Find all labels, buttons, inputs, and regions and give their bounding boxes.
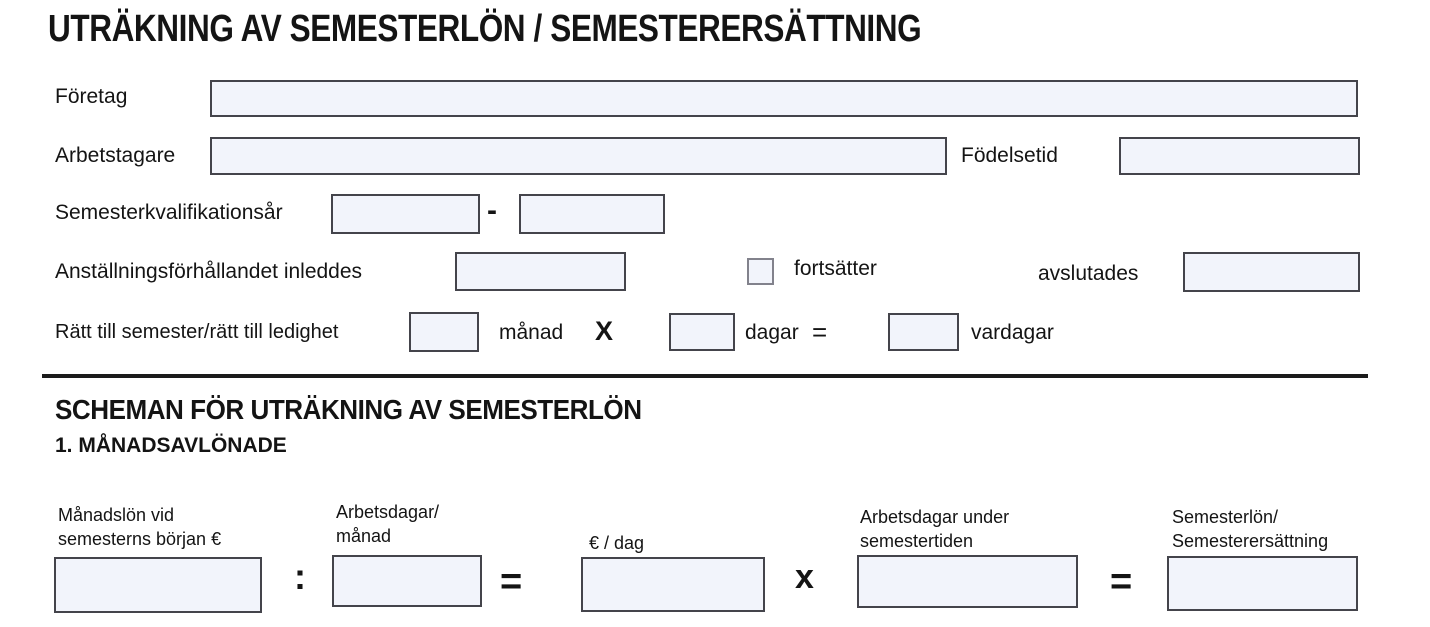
euro-per-dag-input[interactable]: [581, 557, 765, 612]
manadslon-label-line2: semesterns början €: [58, 529, 222, 549]
manad-label: månad: [499, 321, 564, 344]
ratt-till-semester-label: Rätt till semester/rätt till ledighet: [55, 321, 339, 343]
manader-input[interactable]: [409, 312, 479, 352]
dagar-label: dagar: [745, 321, 799, 344]
arbetstagare-input[interactable]: [210, 137, 947, 175]
page-title: UTRÄKNING AV SEMESTERLÖN / SEMESTERERSÄT…: [48, 8, 922, 50]
arbetsdagar-manad-label-line1: Arbetsdagar/: [336, 502, 440, 522]
arbetsdagar-semester-input[interactable]: [857, 555, 1078, 608]
multiply2-sign: x: [795, 558, 814, 596]
multiply-sign: X: [595, 316, 614, 346]
arbetsdagar-semester-label-line1: Arbetsdagar under: [860, 507, 1010, 527]
year-range-separator: -: [487, 194, 497, 227]
foretag-label: Företag: [55, 85, 128, 108]
arbetstagare-label: Arbetstagare: [55, 144, 176, 167]
equals2-sign: =: [1110, 561, 1133, 603]
kvalifikationsar-from-input[interactable]: [331, 194, 480, 234]
arbetsdagar-manad-input[interactable]: [332, 555, 482, 607]
equals1-sign: =: [500, 561, 523, 603]
foretag-input[interactable]: [210, 80, 1358, 117]
anstallning-inleddes-input[interactable]: [455, 252, 626, 291]
vardagar-label: vardagar: [971, 321, 1054, 344]
manadslon-input[interactable]: [54, 557, 262, 613]
semesterlon-label-line2: Semesterersättning: [1172, 531, 1329, 551]
vardagar-input[interactable]: [888, 313, 959, 351]
semesterlon-input[interactable]: [1167, 556, 1358, 611]
manadsavlonade-subheading: 1. MÅNADSAVLÖNADE: [55, 434, 287, 457]
fodelsetid-label: Födelsetid: [961, 144, 1058, 167]
kvalifikationsar-label: Semesterkvalifikationsår: [55, 201, 283, 224]
manadslon-label-line1: Månadslön vid: [58, 505, 175, 525]
section-divider: [42, 374, 1368, 378]
anstallning-inleddes-label: Anställningsförhållandet inleddes: [55, 260, 363, 283]
fortsatter-checkbox[interactable]: [747, 258, 774, 285]
fodelsetid-input[interactable]: [1119, 137, 1360, 175]
equals-sign: =: [812, 317, 828, 347]
dagar-input[interactable]: [669, 313, 735, 351]
arbetsdagar-manad-label-line2: månad: [336, 526, 392, 546]
scheman-heading: SCHEMAN FÖR UTRÄKNING AV SEMESTERLÖN: [55, 394, 642, 425]
avslutades-label: avslutades: [1038, 262, 1139, 285]
divide-sign: :: [294, 556, 306, 597]
euro-per-dag-label: € / dag: [589, 533, 645, 553]
arbetsdagar-semester-label-line2: semestertiden: [860, 531, 974, 551]
fortsatter-label: fortsätter: [794, 257, 877, 280]
kvalifikationsar-to-input[interactable]: [519, 194, 665, 234]
semesterlon-label-line1: Semesterlön/: [1172, 507, 1279, 527]
avslutades-input[interactable]: [1183, 252, 1360, 292]
